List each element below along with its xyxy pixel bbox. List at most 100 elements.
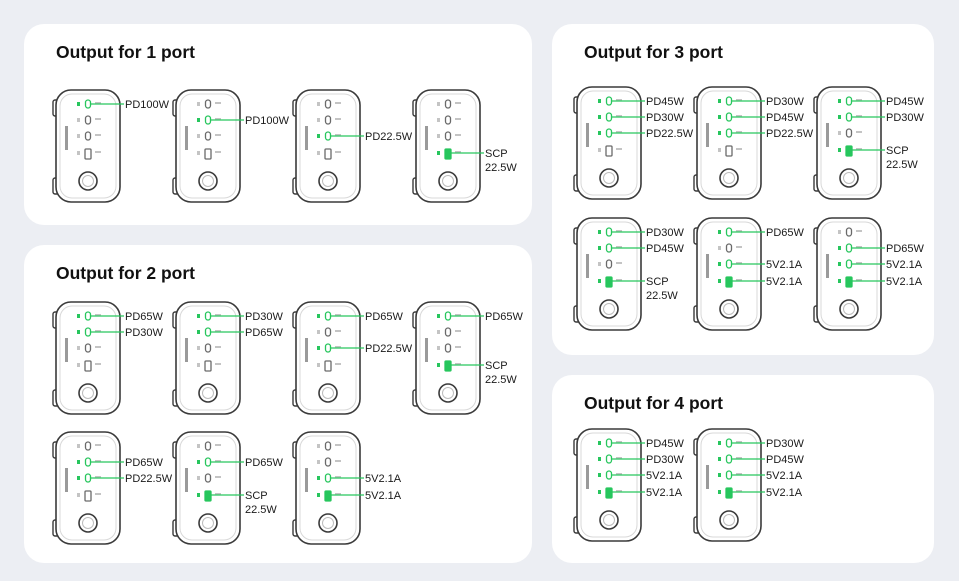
brand-mark — [586, 123, 589, 147]
port-caption — [335, 476, 341, 478]
port-indicator — [718, 148, 721, 152]
port-caption — [616, 473, 622, 475]
port-caption — [95, 330, 101, 332]
brand-mark — [826, 254, 829, 278]
port-caption — [616, 148, 622, 150]
port-caption — [736, 246, 742, 248]
port-indicator — [197, 151, 200, 155]
port-output-label: PD65W — [245, 327, 284, 339]
port-output-label: PD22.5W — [365, 343, 413, 355]
port-caption — [335, 314, 341, 316]
port-caption — [455, 134, 461, 136]
port-indicator — [838, 115, 841, 119]
charger-bevel — [179, 305, 237, 411]
usb-a-port — [84, 490, 92, 502]
power-button — [198, 383, 218, 403]
usb-a-port — [444, 360, 452, 372]
port-caption — [335, 102, 341, 104]
usb-c-port — [605, 259, 613, 269]
port-caption — [215, 363, 221, 365]
port-caption — [736, 279, 742, 281]
port-indicator — [317, 330, 320, 334]
port-caption — [455, 363, 461, 365]
port-caption — [856, 246, 862, 248]
usb-c-port — [84, 131, 92, 141]
power-button-ring — [202, 175, 214, 187]
port-output-label: PD22.5W — [766, 128, 814, 140]
port-output-label: 5V2.1A — [766, 276, 803, 288]
power-button — [839, 299, 859, 319]
usb-c-port — [725, 438, 733, 448]
port-caption — [856, 148, 862, 150]
power-button — [599, 168, 619, 188]
port-caption — [616, 115, 622, 117]
port-output-label: PD100W — [125, 99, 170, 111]
usb-c-port — [444, 131, 452, 141]
brand-mark — [826, 123, 829, 147]
usb-c-port — [444, 343, 452, 353]
brand-mark — [305, 338, 308, 362]
usb-c-port — [324, 131, 332, 141]
port-indicator — [718, 441, 721, 445]
port-caption — [455, 118, 461, 120]
port-caption — [856, 262, 862, 264]
power-button — [318, 383, 338, 403]
usb-c-port — [605, 243, 613, 253]
port-caption — [736, 473, 742, 475]
port-indicator — [77, 151, 80, 155]
port-indicator — [317, 102, 320, 106]
usb-c-port — [204, 115, 212, 125]
port-indicator — [317, 134, 320, 138]
port-output-label: PD30W — [886, 112, 925, 124]
usb-c-port — [324, 99, 332, 109]
charger-body — [55, 431, 121, 545]
port-indicator — [718, 457, 721, 461]
power-button-ring — [603, 172, 615, 184]
port-caption — [335, 118, 341, 120]
power-button — [318, 171, 338, 191]
port-caption — [215, 118, 221, 120]
usb-c-port — [605, 128, 613, 138]
brand-mark — [425, 338, 428, 362]
usb-c-port — [324, 473, 332, 483]
port-indicator — [77, 330, 80, 334]
usb-c-port — [84, 441, 92, 451]
charger-body — [415, 89, 481, 203]
charger-bevel — [299, 305, 357, 411]
panel-title: Output for 1 port — [56, 42, 196, 62]
power-button-ring — [82, 175, 94, 187]
charger-bevel — [419, 305, 477, 411]
port-output-label: PD45W — [766, 112, 805, 124]
charger-body — [696, 86, 762, 200]
port-caption — [95, 134, 101, 136]
port-output-label: PD65W — [125, 311, 164, 323]
charger-diagrams: PD65WPD30WPD30WPD65WPD65WPD22.5WPD65WSCP… — [52, 301, 524, 545]
port-indicator — [317, 493, 320, 497]
usb-c-port — [84, 327, 92, 337]
charger-bevel — [59, 305, 117, 411]
charger-diagrams: PD45WPD30W5V2.1A5V2.1APD30WPD45W5V2.1A5V… — [573, 428, 805, 542]
power-button-ring — [322, 517, 334, 529]
port-output-label: PD45W — [646, 96, 685, 108]
power-button — [198, 513, 218, 533]
power-button-ring — [843, 172, 855, 184]
port-indicator — [77, 346, 80, 350]
usb-c-port — [725, 128, 733, 138]
port-caption — [856, 115, 862, 117]
power-button — [599, 510, 619, 530]
charger-body — [55, 89, 121, 203]
port-output-label: PD30W — [245, 311, 284, 323]
usb-a-port — [605, 487, 613, 499]
port-indicator — [598, 279, 601, 283]
charger-body — [576, 428, 642, 542]
usb-a-port — [324, 490, 332, 502]
port-indicator — [437, 118, 440, 122]
usb-c-port — [204, 311, 212, 321]
